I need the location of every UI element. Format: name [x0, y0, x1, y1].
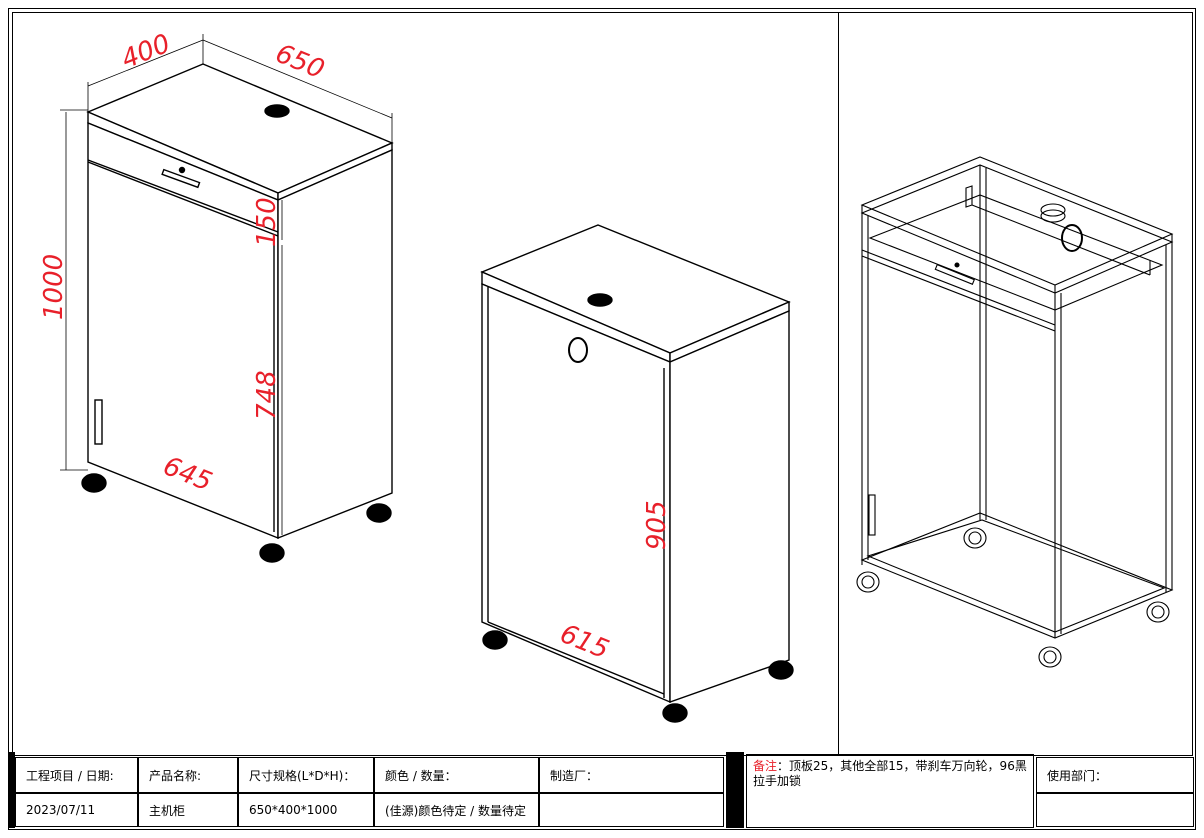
header-size: 尺寸规格(L*D*H)：	[238, 757, 374, 793]
value-department	[1036, 793, 1194, 827]
title-block-bar-left	[8, 752, 15, 828]
dim-depth-label: 400	[117, 29, 174, 75]
dim-width-label: 650	[271, 39, 328, 85]
middle-cabinet-view	[480, 224, 794, 723]
wireframe-cabinet-view	[856, 156, 1174, 668]
technical-drawings: 400 650 1000 150 748 645 905 615	[39, 29, 1174, 723]
header-department: 使用部门：	[1036, 757, 1194, 793]
title-block-bar-middle	[726, 752, 744, 828]
value-date: 2023/07/11	[15, 793, 138, 827]
header-product-name: 产品名称:	[138, 757, 238, 793]
note-text: ：顶板25，其他全部15，带刹车万向轮，96黑拉手加锁	[753, 759, 1027, 788]
dim-drawer-label: 150	[252, 197, 282, 247]
header-project-date: 工程项目 / 日期:	[15, 757, 138, 793]
note-label: 备注	[753, 759, 778, 773]
value-product: 主机柜	[138, 793, 238, 827]
outer-frame	[8, 8, 1196, 830]
header-color-qty: 颜色 / 数量：	[374, 757, 539, 793]
value-color-qty: (佳源)颜色待定 / 数量待定	[374, 793, 539, 827]
view-divider	[838, 12, 839, 756]
value-manufacturer	[539, 793, 724, 827]
note-cell: 备注：顶板25，其他全部15，带刹车万向轮，96黑拉手加锁	[746, 754, 1034, 828]
dim-door-label: 748	[252, 370, 282, 420]
middle-back-face	[669, 309, 790, 703]
header-manufacturer: 制造厂：	[539, 757, 724, 793]
dim-middle-height-label: 905	[642, 500, 672, 550]
left-cabinet-view	[60, 34, 394, 563]
value-size: 650*400*1000	[238, 793, 374, 827]
left-side-face	[277, 148, 393, 540]
title-block: 工程项目 / 日期: 产品名称: 尺寸规格(L*D*H)： 颜色 / 数量： 制…	[8, 752, 1196, 830]
dim-height-label: 1000	[39, 254, 69, 320]
drawing-area	[12, 12, 1193, 756]
